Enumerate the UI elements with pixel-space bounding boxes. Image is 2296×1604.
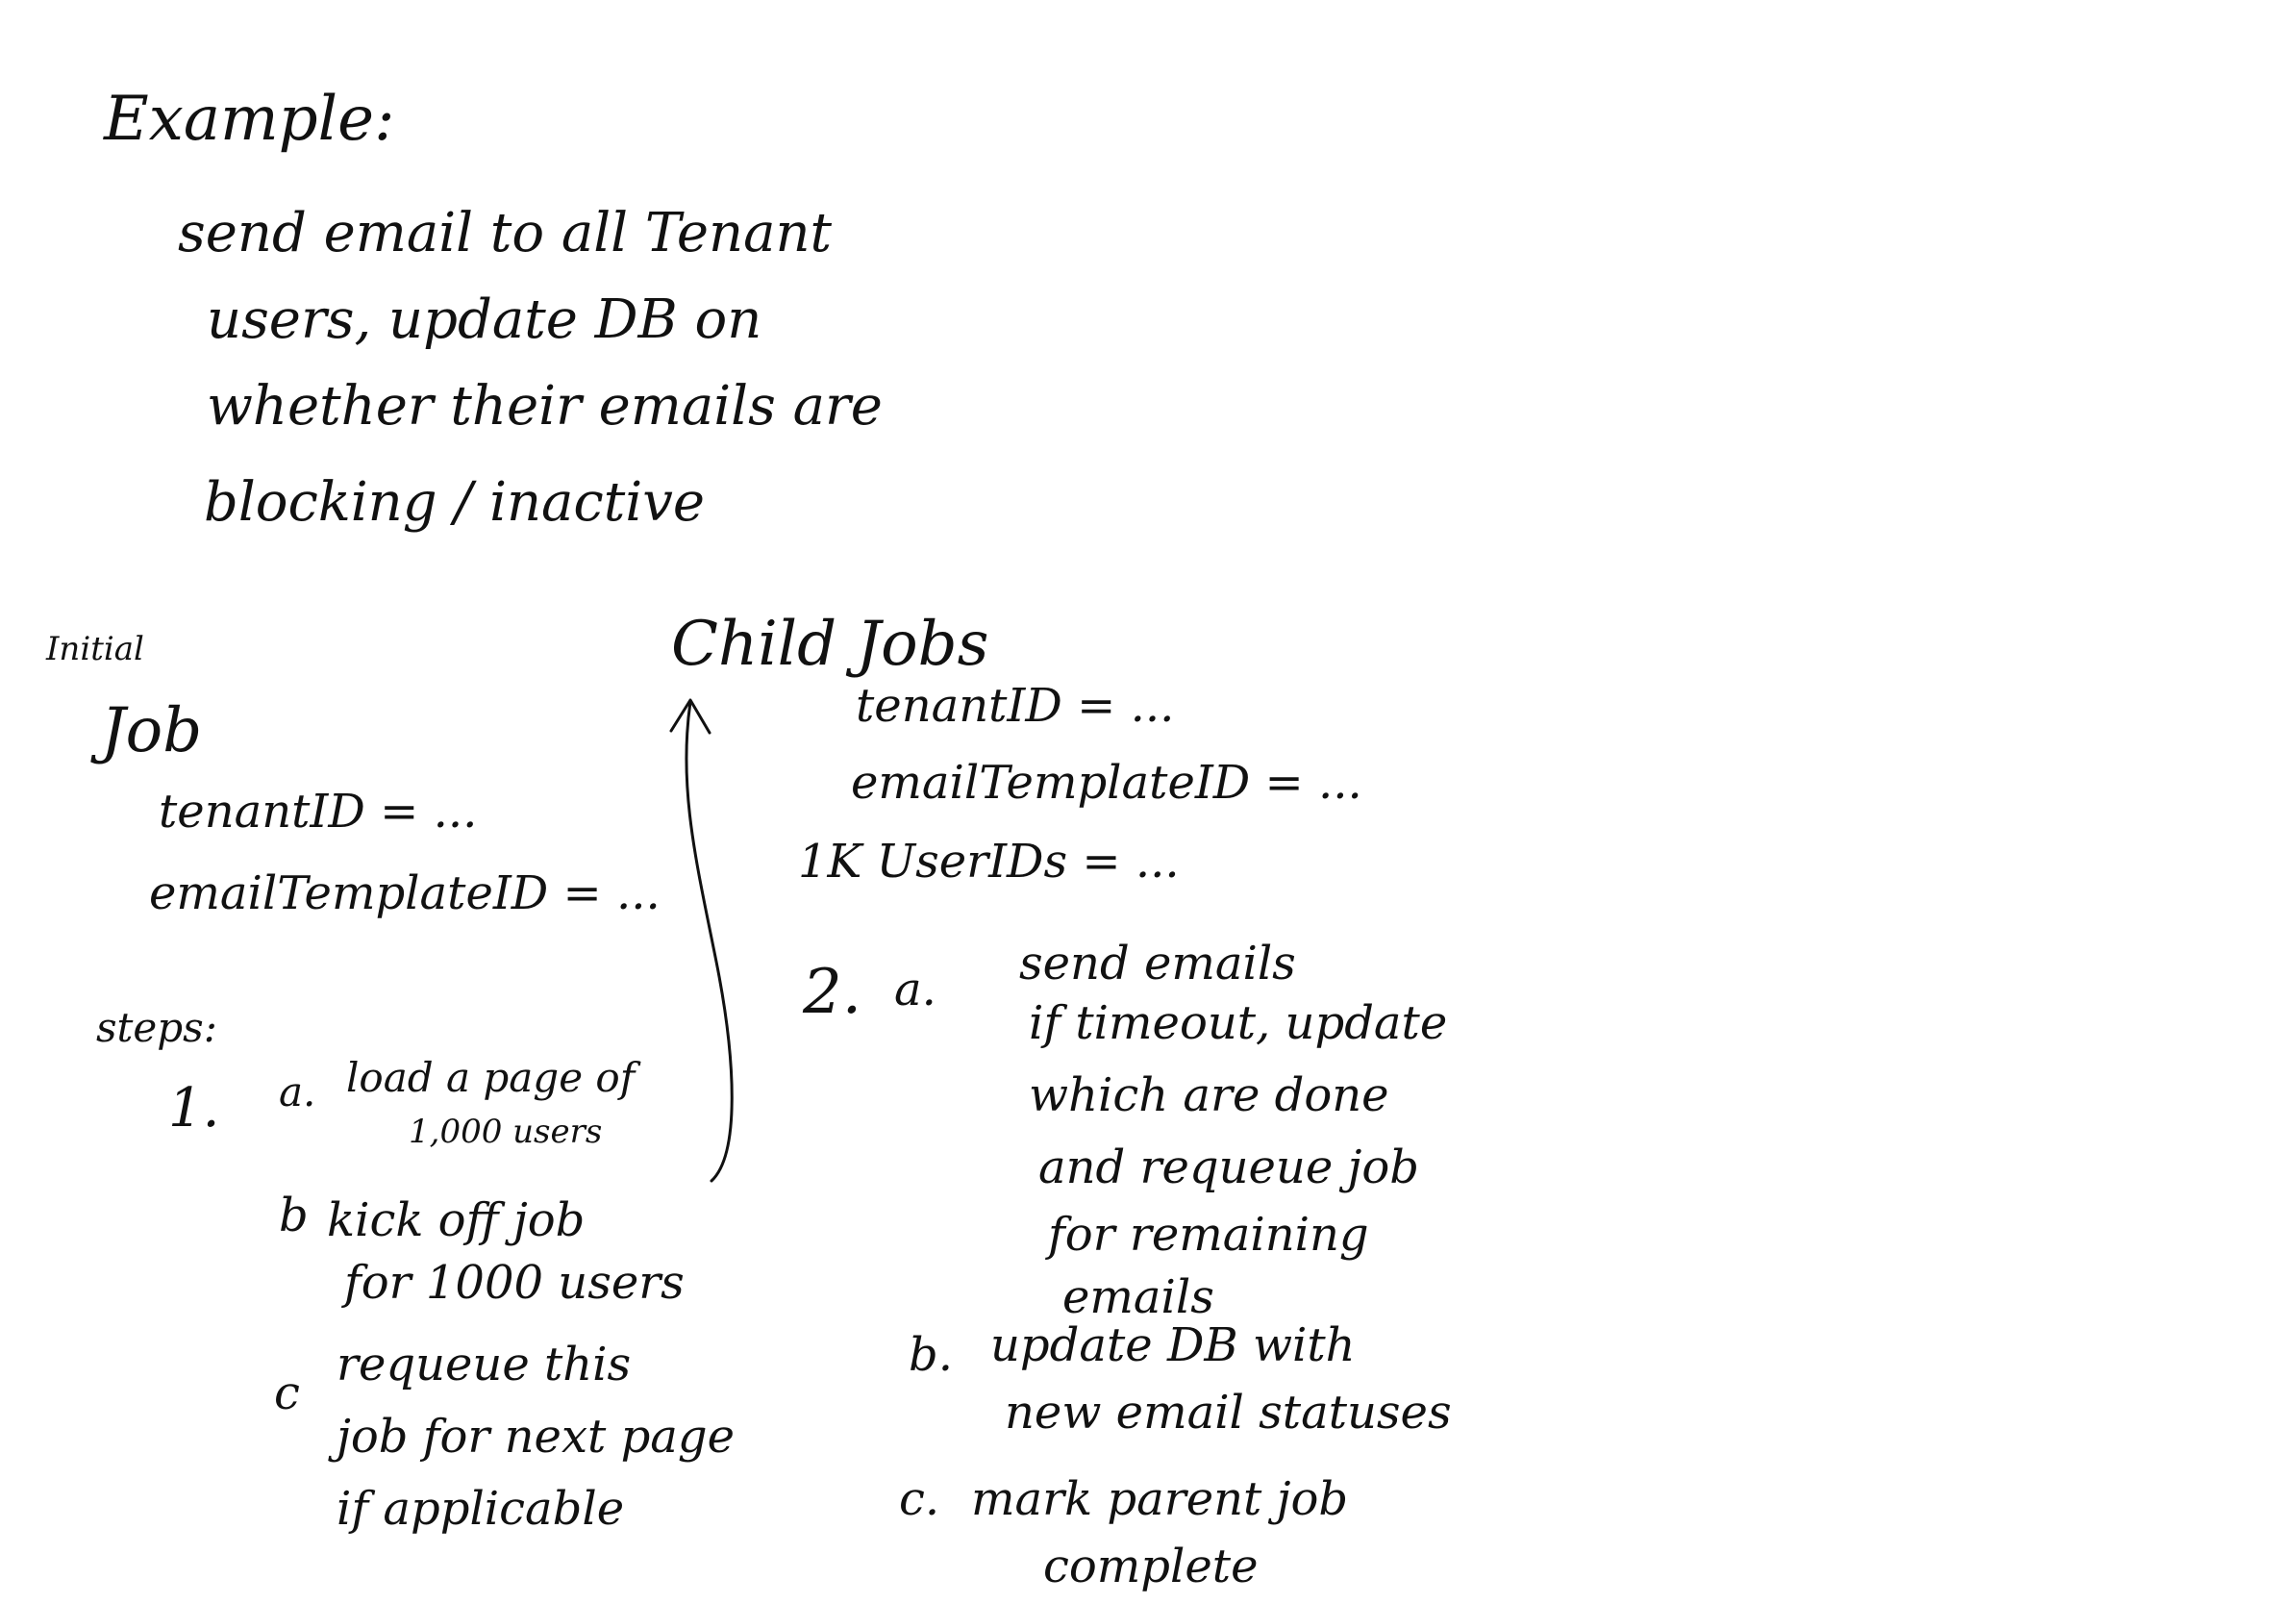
child-step-b-marker: b. xyxy=(909,1328,953,1382)
initial-step-c-line-1: requeue this xyxy=(337,1338,632,1391)
example-line-2: users, update DB on xyxy=(207,288,762,351)
initial-tenant-id-field: tenantID = ... xyxy=(159,785,478,839)
initial-step-number: 1. xyxy=(168,1077,220,1140)
steps-label: steps: xyxy=(96,1004,217,1051)
child-step-c-line-2: complete xyxy=(1043,1540,1259,1593)
example-title: Example: xyxy=(104,84,395,155)
initial-job-label: Job xyxy=(101,695,203,766)
arrow-shaft xyxy=(685,700,734,1183)
example-line-1: send email to all Tenant xyxy=(178,202,833,264)
child-step-b-line-2: new email statuses xyxy=(1005,1386,1452,1440)
child-step-a-line-4: and requeue job xyxy=(1038,1140,1419,1194)
child-step-c-line-1: mark parent job xyxy=(971,1472,1349,1526)
initial-step-a-line-2: 1,000 users xyxy=(409,1113,603,1151)
child-step-a-line-6: emails xyxy=(1062,1270,1214,1324)
example-line-4: blocking / inactive xyxy=(204,471,705,534)
child-step-a-line-1: send emails xyxy=(1019,937,1296,990)
initial-email-template-id-field: emailTemplateID = ... xyxy=(149,866,661,920)
child-step-b-line-1: update DB with xyxy=(990,1318,1356,1372)
child-email-template-id-field: emailTemplateID = ... xyxy=(851,756,1362,810)
initial-step-a-line-1: load a page of xyxy=(346,1054,636,1101)
initial-step-b-marker: b xyxy=(279,1189,309,1242)
initial-step-c-line-3: if applicable xyxy=(337,1482,625,1536)
initial-step-c-marker: c xyxy=(274,1366,300,1420)
child-step-a-marker: a. xyxy=(894,963,936,1016)
child-step-number: 2. xyxy=(803,957,862,1028)
initial-step-b-line-2: for 1000 users xyxy=(344,1256,685,1310)
child-jobs-label: Child Jobs xyxy=(671,609,989,680)
child-step-a-line-2: if timeout, update xyxy=(1029,996,1448,1050)
child-step-c-marker: c. xyxy=(899,1472,940,1526)
child-step-a-line-3: which are done xyxy=(1029,1068,1389,1122)
initial-step-b-line-1: kick off job xyxy=(327,1193,586,1247)
initial-step-a-marker: a. xyxy=(279,1068,316,1115)
child-user-ids-field: 1K UserIDs = ... xyxy=(798,835,1180,889)
initial-label: Initial xyxy=(46,630,144,668)
example-line-3: whether their emails are xyxy=(207,375,883,438)
child-tenant-id-field: tenantID = ... xyxy=(856,679,1175,733)
child-step-a-line-5: for remaining xyxy=(1048,1208,1369,1262)
arrow-head xyxy=(669,698,711,735)
initial-step-c-line-2: job for next page xyxy=(337,1410,736,1464)
